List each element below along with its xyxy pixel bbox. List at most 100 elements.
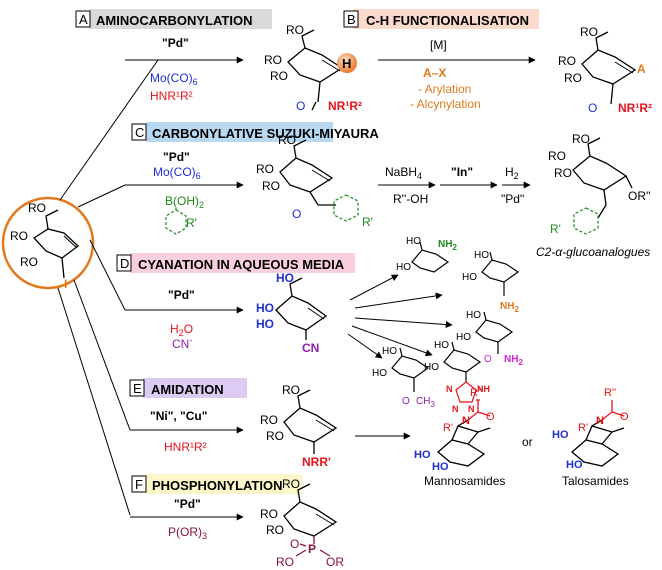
product-d-skeleton	[275, 277, 328, 340]
mannosamide-o: O	[486, 411, 495, 423]
product-d-cn: CN	[302, 341, 319, 355]
section-c: C CARBONYLATIVE SUZUKI-MIYAURA "Pd" Mo(C…	[125, 122, 651, 259]
derivative-2-ho: HO	[462, 272, 477, 283]
product-b-a: A	[637, 62, 646, 76]
product-e-ro-3: RO	[282, 383, 300, 397]
mannosamide-skeleton	[436, 419, 491, 467]
mannosamide-ho-2: HO	[432, 461, 449, 473]
product-e-ro-1: RO	[260, 413, 278, 427]
section-f-catalyst: "Pd"	[174, 497, 201, 511]
talosamide-o: O	[620, 411, 629, 423]
product-c-aryl-r: R'	[362, 215, 373, 229]
section-d: D CYANATION IN AQUEOUS MEDIA "Pd" H2O CN…	[116, 236, 523, 414]
section-a-reagent1: Mo(CO)6	[150, 71, 198, 87]
product-e-ro-2: RO	[266, 429, 284, 443]
section-c-letter: C	[135, 125, 144, 140]
glycal-ro-2: RO	[20, 255, 38, 269]
derivative-5-ho-top: HO	[382, 346, 397, 357]
derivative-4-ho-top: HO	[434, 340, 449, 351]
product-c-skeleton	[279, 139, 336, 206]
section-d-letter: D	[120, 256, 129, 271]
derivative-3-ho: HO	[456, 332, 471, 343]
product-b-ro-1: RO	[558, 54, 576, 68]
section-c-step1-bottom: R''-OH	[393, 192, 428, 206]
section-f-title: PHOSPHONYLATION	[152, 478, 283, 493]
mannosamide-n: N	[462, 415, 470, 427]
mannosamide-r-prime: R'	[443, 422, 453, 434]
product-f-o: O	[290, 537, 299, 551]
derivative-ketone	[391, 347, 430, 392]
section-b-catalyst: [M]	[430, 38, 447, 52]
derivative-aminomethyl	[481, 251, 520, 296]
section-c-aryl-r: R'	[186, 216, 197, 230]
fan-lines	[57, 59, 159, 516]
derivative-1-ho: HO	[396, 262, 411, 273]
section-a-letter: A	[79, 12, 88, 27]
section-d-reagent1: H2O	[170, 322, 193, 338]
derivative-1-nh2: NH2	[438, 239, 457, 252]
section-c-step3-bottom: "Pd"	[501, 192, 524, 206]
derivative-3-nh2: NH2	[504, 354, 523, 367]
section-e-or: or	[522, 435, 533, 449]
talosamide-ho-1: HO	[552, 429, 569, 441]
section-d-title: CYANATION IN AQUEOUS MEDIA	[138, 257, 345, 272]
section-d-catalyst: "Pd"	[168, 288, 195, 302]
section-e-catalyst: "Ni", "Cu"	[150, 409, 207, 423]
section-d-reagent2: CN-	[172, 335, 192, 351]
section-b-option2: - Alcynylation	[410, 97, 481, 111]
talosamide-n: N	[596, 415, 604, 427]
section-b-option1: - Arylation	[418, 82, 471, 96]
product-c-o: O	[292, 207, 301, 221]
glycal-ro-1: RO	[10, 229, 28, 243]
product-f-skeleton	[283, 483, 338, 537]
product-e-nrr: NRR'	[302, 455, 331, 469]
product-c-aryl-ring	[333, 194, 359, 222]
product-c2-skeleton	[572, 137, 633, 219]
glycal-skeleton	[32, 209, 80, 279]
derivative-2-ho-top: HO	[474, 250, 489, 261]
section-e-title: AMIDATION	[151, 382, 224, 397]
product-d-ho-3: HO	[276, 271, 294, 285]
glycal-ro-3: RO	[28, 201, 46, 215]
derivative-amide	[475, 311, 514, 354]
product-a-ro-1: RO	[264, 53, 282, 67]
product-c-ro-1: RO	[256, 162, 274, 176]
section-a-reagent2: HNR¹R²	[150, 89, 193, 103]
talosamide-skeleton	[570, 419, 625, 467]
section-c-step1-top: NaBH4	[385, 165, 422, 181]
talosamide-ho-2: HO	[566, 459, 583, 471]
product-c-ro-2: RO	[262, 179, 280, 193]
product-f-p: P	[308, 542, 316, 556]
derivative-3-ho-top: HO	[466, 310, 481, 321]
derivative-4-ho: HO	[424, 362, 439, 373]
product-f-ro-left: RO	[276, 555, 294, 569]
mannosamide-amide	[467, 399, 491, 421]
derivative-4-n3: N	[468, 404, 475, 414]
section-c-catalyst: "Pd"	[163, 150, 190, 164]
product-e-skeleton	[283, 389, 338, 454]
product-f-or-right: OR	[326, 555, 344, 569]
h-atom-highlight	[337, 53, 357, 73]
derivative-1-ho-top: HO	[406, 236, 421, 247]
section-c-reagent1: Mo(CO)6	[153, 165, 201, 181]
section-f: F PHOSPHONYLATION "Pd" P(OR)3 RO RO RO O…	[130, 474, 344, 569]
derivative-aminoglycal	[411, 241, 450, 273]
derivative-4-nh: NH	[477, 384, 490, 394]
product-b-ro-2: RO	[564, 71, 582, 85]
section-a-title: AMINOCARBONYLATION	[96, 13, 252, 28]
product-f-ro-3: RO	[282, 477, 300, 491]
talosamide-r-prime: R'	[578, 422, 588, 434]
section-b-title: C-H FUNCTIONALISATION	[366, 13, 529, 28]
mannosamide-ho-1: HO	[414, 449, 431, 461]
section-d-fan-arrows	[347, 274, 453, 359]
product-c2-ro-1: RO	[548, 149, 566, 163]
product-d-ho-2: HO	[256, 317, 274, 331]
product-a-ro-2: RO	[270, 69, 288, 83]
product-f-ro-1: RO	[260, 507, 278, 521]
section-a: A AMINOCARBONYLATION "Pd" Mo(CO)6 HNR¹R²…	[75, 9, 362, 113]
starting-material-circle	[1, 196, 95, 290]
section-e-letter: E	[133, 381, 142, 396]
section-b-letter: B	[347, 12, 356, 27]
product-b-skeleton	[581, 31, 637, 105]
section-e-product2: Talosamides	[562, 474, 629, 488]
